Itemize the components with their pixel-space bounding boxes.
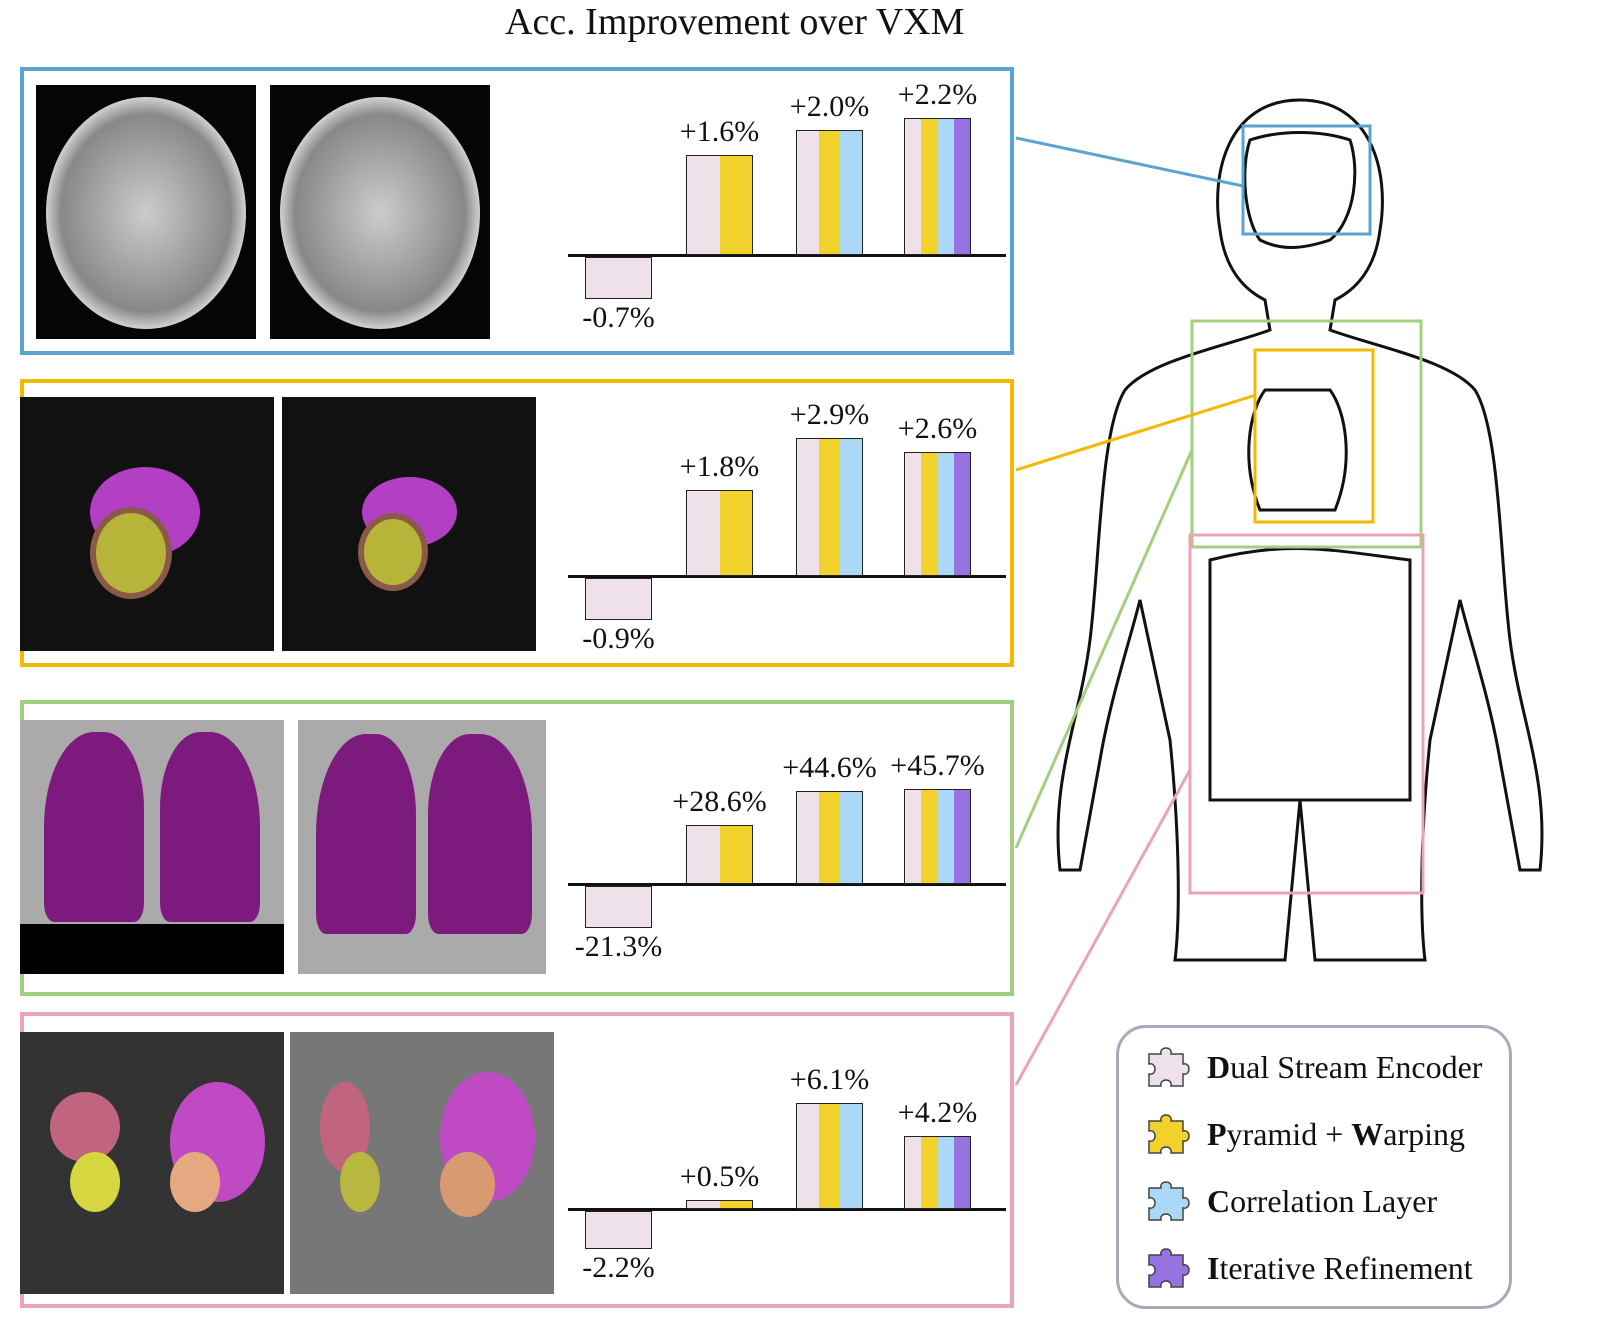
bar-chart-heart: -0.9% +1.8% +2.9% +2.6% [0, 379, 1010, 679]
data-label: -0.9% [582, 622, 655, 655]
lung-ct-fixed [20, 720, 284, 974]
brain-mri-fixed [36, 85, 256, 339]
legend-item: Iterative Refinement [1143, 1243, 1473, 1293]
data-label: +2.2% [897, 78, 978, 111]
lung-highlight-box [1190, 319, 1423, 549]
data-label: +1.8% [679, 450, 760, 484]
lung-ct-moving [298, 720, 546, 974]
data-label: +44.6% [782, 751, 877, 785]
bar-brain-1 [686, 155, 753, 255]
cardiac-mri-fixed [20, 397, 274, 651]
legend-item: Pyramid + Warping [1143, 1109, 1465, 1159]
bar-abdomen-3 [904, 1136, 971, 1209]
zero-axis [568, 1208, 1006, 1211]
bar-lung-2 [796, 791, 863, 884]
body-outline-path [1056, 98, 1544, 962]
panel-brain [20, 67, 1014, 355]
panel-abdomen [20, 1012, 1014, 1308]
data-label: +2.0% [789, 90, 870, 124]
heart-outline-path [1247, 388, 1348, 512]
zero-axis [568, 254, 1006, 257]
data-label: +2.9% [789, 398, 870, 431]
bar-heart-0 [585, 578, 652, 620]
bar-chart-brain: -0.7% +1.6% +2.0% +2.2% [0, 67, 1010, 367]
body-diagram [1056, 98, 1544, 962]
figure-title: Acc. Improvement over VXM [505, 1, 965, 43]
bar-brain-0 [585, 257, 652, 299]
legend-item: Dual Stream Encoder [1143, 1042, 1482, 1092]
data-label: +2.6% [897, 412, 978, 446]
bar-abdomen-2 [796, 1103, 863, 1209]
zero-axis [568, 883, 1006, 886]
abdomen-highlight-box [1188, 533, 1425, 895]
abdomen-ct-moving [290, 1032, 554, 1294]
intestine-outline-path [1208, 546, 1412, 802]
bar-heart-1 [686, 490, 753, 576]
puzzle-piece-icon [1148, 1114, 1190, 1154]
bar-abdomen-1 [686, 1200, 753, 1209]
data-label: +4.2% [897, 1096, 978, 1130]
bar-heart-3 [904, 452, 971, 576]
bar-lung-1 [686, 824, 753, 884]
abdomen-mri-fixed [20, 1032, 284, 1294]
brain-mri-moving [270, 85, 490, 339]
data-label: +45.7% [890, 749, 985, 782]
zero-axis [568, 575, 1006, 578]
brain-outline-path [1243, 131, 1357, 249]
bar-brain-2 [796, 130, 863, 255]
data-label: -0.7% [582, 301, 655, 334]
panel-lung [20, 700, 1014, 996]
bar-lung-0 [585, 886, 652, 928]
bar-heart-2 [796, 438, 863, 576]
heart-highlight-box [1253, 348, 1375, 524]
data-label: -21.3% [574, 930, 663, 963]
bar-brain-3 [904, 118, 971, 255]
legend-item: Correlation Layer [1143, 1176, 1437, 1226]
data-label: +28.6% [672, 784, 767, 818]
puzzle-piece-icon [1148, 1047, 1190, 1087]
bar-lung-3 [904, 789, 971, 884]
puzzle-piece-icon [1148, 1181, 1190, 1221]
puzzle-piece-icon [1148, 1248, 1190, 1288]
bar-abdomen-0 [585, 1211, 652, 1249]
data-label: +6.1% [789, 1063, 870, 1096]
data-label: +1.6% [679, 115, 760, 149]
panel-heart [20, 379, 1014, 667]
data-label: +0.5% [679, 1160, 760, 1194]
bar-chart-lung: -21.3% +28.6% +44.6% +45.7% [0, 700, 1010, 1000]
bar-chart-abdomen: -2.2% +0.5% +6.1% +4.2% [0, 1012, 1010, 1312]
data-label: -2.2% [582, 1251, 655, 1284]
cardiac-mri-moving [282, 397, 536, 651]
